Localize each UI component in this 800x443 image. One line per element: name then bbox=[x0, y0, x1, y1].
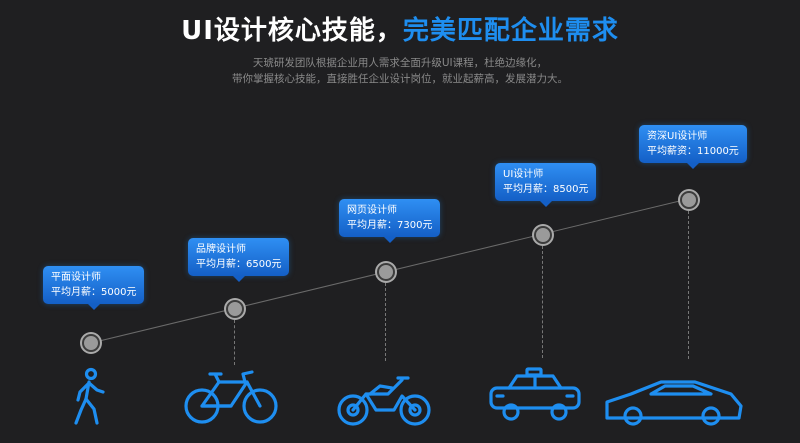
level-dot-1 bbox=[82, 334, 100, 352]
car-icon bbox=[489, 367, 581, 421]
level-dot-3 bbox=[377, 263, 395, 281]
level-connector-2 bbox=[234, 320, 235, 365]
title-part1: UI设计核心技能， bbox=[181, 16, 403, 46]
walking-person-icon bbox=[74, 367, 105, 425]
level-bubble-4: UI设计师 平均月薪：8500元 bbox=[495, 163, 597, 207]
level-dot-5 bbox=[680, 191, 698, 209]
level-dot-2 bbox=[226, 300, 244, 318]
level-role-1: 平面设计师 bbox=[51, 272, 101, 283]
level-salary-3: 平均月薪：7300元 bbox=[347, 220, 433, 231]
subtitle-line1: 天琥研发团队根据企业用人需求全面升级UI课程，杜绝边缘化， bbox=[252, 57, 548, 69]
level-connector-3 bbox=[385, 283, 386, 361]
bicycle-icon bbox=[184, 370, 278, 424]
sports-car-icon bbox=[605, 380, 743, 426]
page-title: UI设计核心技能，完美匹配企业需求 bbox=[0, 10, 800, 47]
level-bubble-5: 资深UI设计师 平均薪资：11000元 bbox=[639, 125, 747, 169]
level-role-3: 网页设计师 bbox=[347, 205, 397, 216]
level-role-4: UI设计师 bbox=[503, 169, 544, 180]
motorcycle-icon bbox=[337, 376, 431, 426]
level-bubble-3: 网页设计师 平均月薪：7300元 bbox=[339, 199, 441, 243]
level-connector-5 bbox=[688, 211, 689, 359]
level-salary-4: 平均月薪：8500元 bbox=[503, 184, 589, 195]
level-role-2: 品牌设计师 bbox=[196, 244, 246, 255]
level-salary-5: 平均薪资：11000元 bbox=[647, 146, 739, 157]
level-dot-4 bbox=[534, 226, 552, 244]
title-part2: 完美匹配企业需求 bbox=[402, 16, 619, 46]
level-bubble-2: 品牌设计师 平均月薪：6500元 bbox=[188, 238, 290, 282]
level-salary-2: 平均月薪：6500元 bbox=[196, 259, 282, 270]
level-connector-4 bbox=[542, 246, 543, 358]
level-salary-1: 平均月薪：5000元 bbox=[51, 287, 137, 298]
subtitle-line2: 带你掌握核心技能，直接胜任企业设计岗位，就业起薪高，发展潜力大。 bbox=[232, 73, 568, 85]
level-role-5: 资深UI设计师 bbox=[647, 131, 708, 142]
level-bubble-1: 平面设计师 平均月薪：5000元 bbox=[43, 266, 145, 310]
